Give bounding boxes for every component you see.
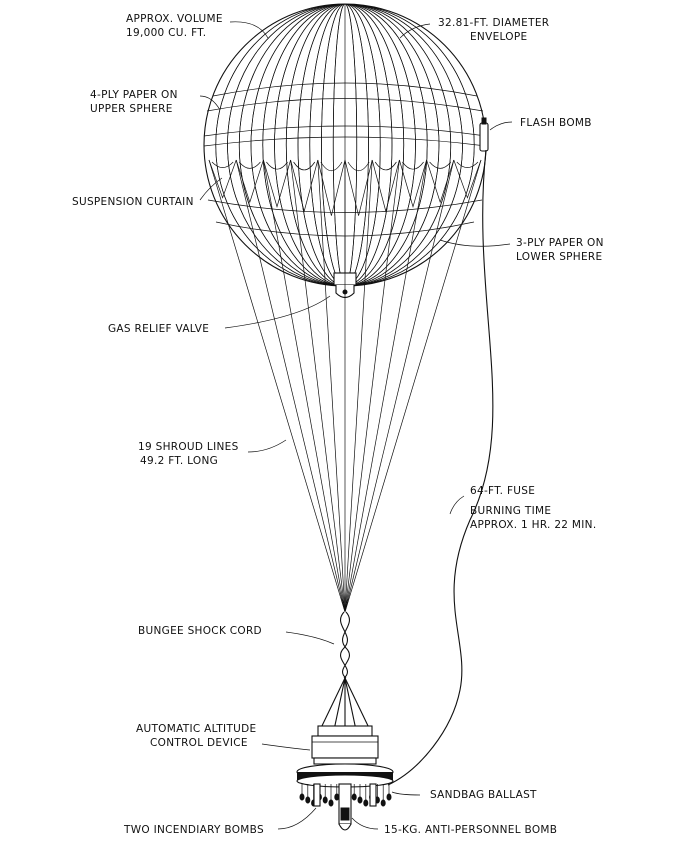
shroud-line: [235, 159, 346, 613]
label-fuse-line3: APPROX. 1 HR. 22 MIN.: [470, 519, 596, 531]
anti-personnel-bomb: [338, 783, 352, 831]
diagram-labels: APPROX. VOLUME 19,000 CU. FT. 32.81-FT. …: [72, 13, 604, 836]
curtain-scallop: [208, 159, 482, 216]
sandbag: [322, 796, 328, 804]
sandbag: [351, 793, 357, 801]
label-suspension-curtain: SUSPENSION CURTAIN: [72, 196, 194, 208]
sandbag: [386, 793, 392, 801]
gore-seam: [215, 4, 475, 286]
label-lower-paper-line2: LOWER SPHERE: [516, 251, 602, 263]
label-upper-paper-line1: 4-PLY PAPER ON: [90, 89, 178, 101]
gore-seam: [309, 4, 381, 286]
flash-bomb: [479, 117, 489, 152]
label-shroud-lines-line1: 19 SHROUD LINES: [138, 441, 239, 453]
shroud-lines: [208, 159, 482, 613]
sandbag: [363, 799, 369, 807]
shroud-line: [344, 159, 427, 613]
gore-seam: [321, 4, 369, 286]
label-altitude-control-line1: AUTOMATIC ALTITUDE: [136, 723, 256, 735]
incendiary-bombs: [313, 783, 377, 807]
shroud-line: [317, 159, 346, 613]
gore-seam: [297, 4, 393, 286]
label-altitude-control-line2: CONTROL DEVICE: [150, 737, 248, 749]
gore-seam: [262, 4, 428, 286]
gore-seam: [238, 4, 452, 286]
label-lower-paper-line1: 3-PLY PAPER ON: [516, 237, 604, 249]
sandbag: [299, 793, 305, 801]
balloon-envelope: [203, 3, 487, 287]
label-fuse-line1: 64-FT. FUSE: [470, 485, 535, 497]
shroud-line: [344, 159, 400, 613]
sandbag: [380, 799, 386, 807]
leader-lines: [199, 21, 513, 830]
envelope-gores: [215, 4, 475, 286]
sandbag: [328, 799, 334, 807]
label-anti-personnel-bomb: 15-KG. ANTI-PERSONNEL BOMB: [384, 824, 557, 836]
shroud-line: [263, 159, 346, 613]
sandbag: [357, 796, 363, 804]
label-flash-bomb: FLASH BOMB: [520, 117, 592, 129]
label-sandbag-ballast: SANDBAG BALLAST: [430, 789, 537, 801]
label-fuse-line2: BURNING TIME: [470, 505, 551, 517]
shroud-line: [208, 159, 346, 613]
altitude-control-device: [311, 725, 379, 765]
label-bungee-shock-cord: BUNGEE SHOCK CORD: [138, 625, 262, 637]
label-upper-paper-line2: UPPER SPHERE: [90, 103, 173, 115]
label-gas-relief-valve: GAS RELIEF VALVE: [108, 323, 209, 335]
label-volume-line1: APPROX. VOLUME: [126, 13, 223, 25]
shroud-line: [290, 159, 346, 613]
sandbag: [334, 793, 340, 801]
sandbag: [305, 796, 311, 804]
label-volume-line2: 19,000 CU. FT.: [126, 27, 206, 39]
gondola-suspension: [319, 677, 371, 731]
ballast-ring: [296, 763, 394, 788]
fuse-line: [387, 149, 494, 786]
label-shroud-lines-line2: 49.2 FT. LONG: [140, 455, 218, 467]
label-incendiary-bombs: TWO INCENDIARY BOMBS: [123, 824, 264, 836]
label-diameter-line2: ENVELOPE: [470, 31, 527, 43]
gore-seam: [250, 4, 440, 286]
shroud-line: [344, 159, 455, 613]
label-diameter-line1: 32.81-FT. DIAMETER: [438, 17, 549, 29]
shroud-line: [344, 159, 373, 613]
suspension-curtain: [208, 159, 482, 216]
gore-seam: [285, 4, 405, 286]
gore-seam: [227, 4, 463, 286]
bungee-shock-cord: [340, 611, 350, 679]
gore-seam: [274, 4, 416, 286]
shroud-line: [344, 159, 482, 613]
gore-seam: [332, 4, 358, 286]
